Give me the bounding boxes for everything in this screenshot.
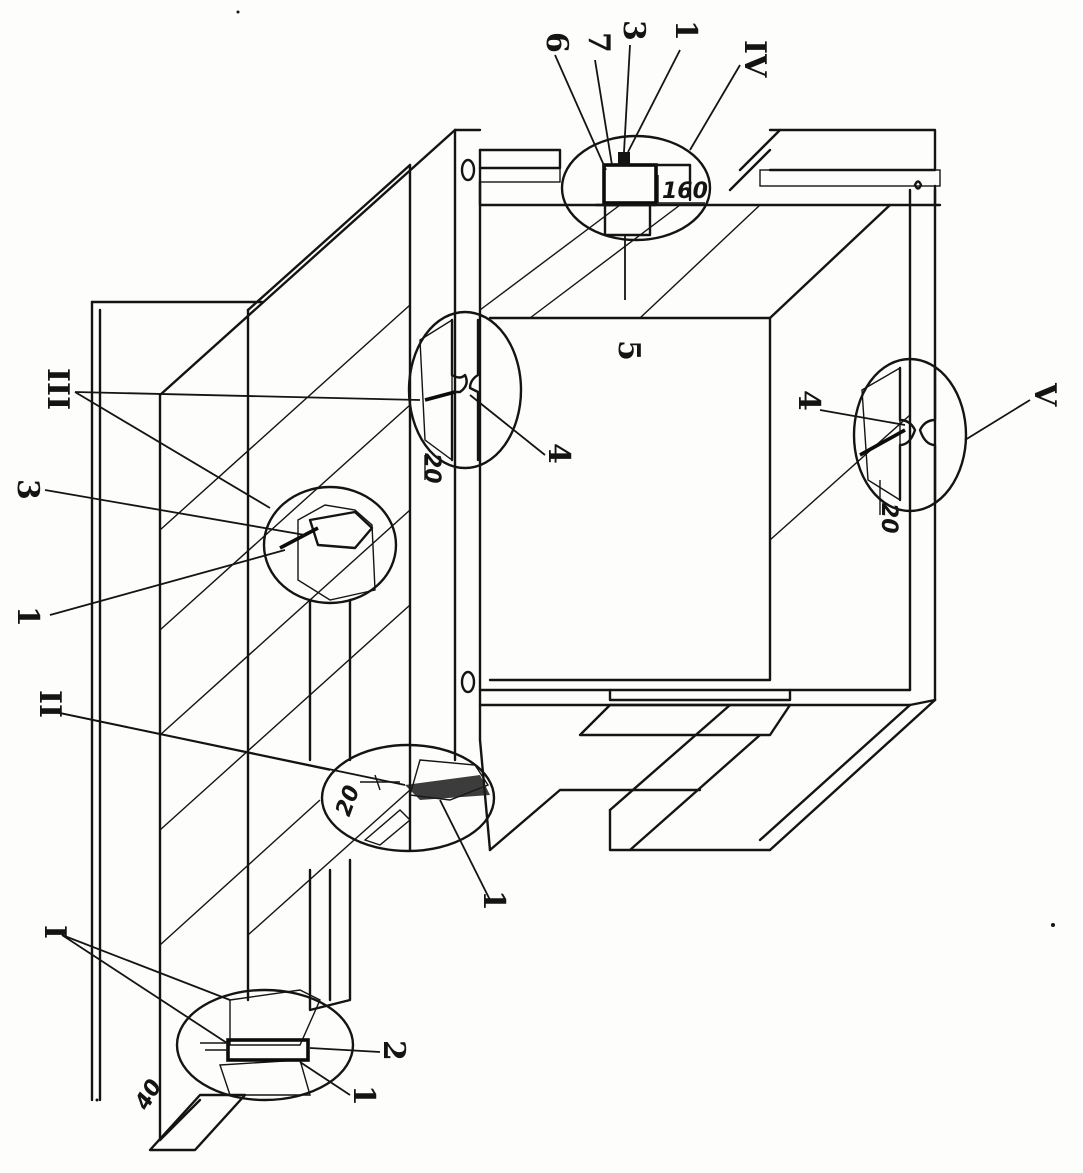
right-post: [908, 180, 937, 702]
callout-III: III 3 1: [10, 368, 421, 627]
callout-V: V 4 20: [791, 357, 1062, 534]
callout-III-label-1: 1: [10, 606, 45, 627]
callout-II-dimension: 20: [331, 782, 365, 819]
top-beam: [478, 128, 942, 207]
callout-III-label-3: 3: [10, 479, 45, 500]
callout-IV-label-7: 7: [581, 32, 616, 53]
callout-IV-label-6: 6: [539, 32, 574, 53]
callout-II-label-1: 1: [476, 890, 511, 911]
callout-IIIb: 4 20: [407, 310, 576, 484]
callout-I-label-1: 1: [346, 1085, 381, 1106]
callout-IV-dimension: 160: [662, 179, 708, 204]
roman-label-V: V: [1027, 382, 1062, 407]
callout-V-label-4: 4: [791, 390, 826, 411]
callout-IIIb-dimension: 20: [419, 453, 444, 484]
base-foot: [148, 1093, 247, 1152]
callout-IV-label-5: 5: [611, 340, 646, 361]
callout-IIIb-label-4: 4: [541, 443, 576, 464]
callout-I-label-2: 2: [376, 1040, 411, 1061]
roman-label-II: II: [32, 690, 67, 718]
roman-label-III: III: [40, 368, 75, 410]
roman-label-I: I: [37, 925, 72, 939]
door-panel: [479, 203, 911, 682]
callout-IV-label-3: 3: [616, 20, 651, 41]
floor-beam: [478, 688, 937, 852]
left-wall-panel: [90, 128, 482, 1142]
inner-wall-frame: [308, 128, 492, 1012]
callout-V-dimension: 20: [876, 503, 901, 534]
callout-IV-label-1: 1: [668, 20, 703, 41]
callout-IV: IV 3 1 7 6 5 160: [539, 20, 772, 361]
callout-I-dimension: 40: [130, 1075, 167, 1115]
callout-II: II 1 20: [32, 690, 511, 911]
roman-label-IV: IV: [737, 40, 772, 78]
